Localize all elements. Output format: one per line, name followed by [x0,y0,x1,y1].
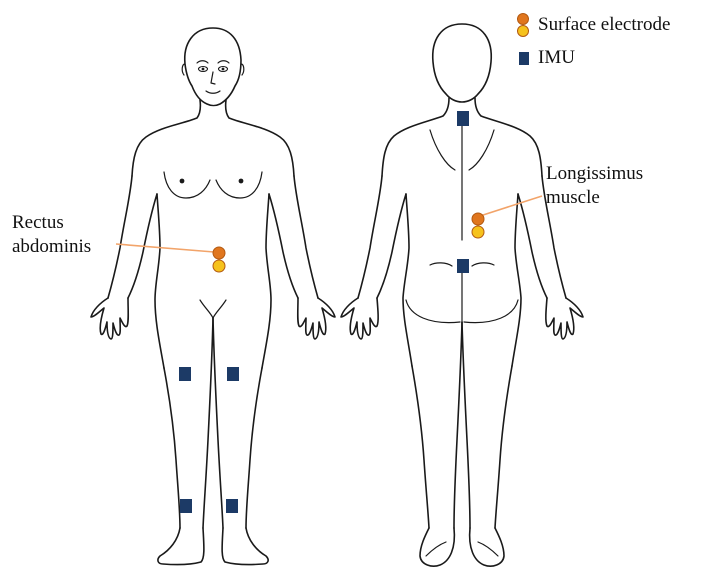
electrode-rectus-abdominis [213,247,225,272]
electrode-longissimus [472,213,484,238]
imu-upper-back [457,111,469,126]
front-face [197,61,229,94]
rectus-label-line2: abdominis [12,236,91,258]
back-head [433,24,492,102]
longissimus-leader-line [480,196,542,216]
imu-left-shank [180,499,192,513]
back-body-view [341,24,583,566]
front-head [185,28,241,106]
imu-right-thigh [227,367,239,381]
legend-electrode-symbol [518,14,529,37]
front-body-view [91,28,335,565]
imu-left-thigh [179,367,191,381]
longissimus-label-line2: muscle [546,187,600,209]
legend-imu-label: IMU [538,47,575,69]
rectus-label-line1: Rectus [12,212,64,234]
longissimus-label-line1: Longissimus [546,163,643,185]
rectus-leader-line [116,244,214,252]
legend-imu-symbol [519,52,529,65]
legend-electrode-label: Surface electrode [538,14,670,36]
imu-sacrum [457,259,469,273]
imu-right-shank [226,499,238,513]
